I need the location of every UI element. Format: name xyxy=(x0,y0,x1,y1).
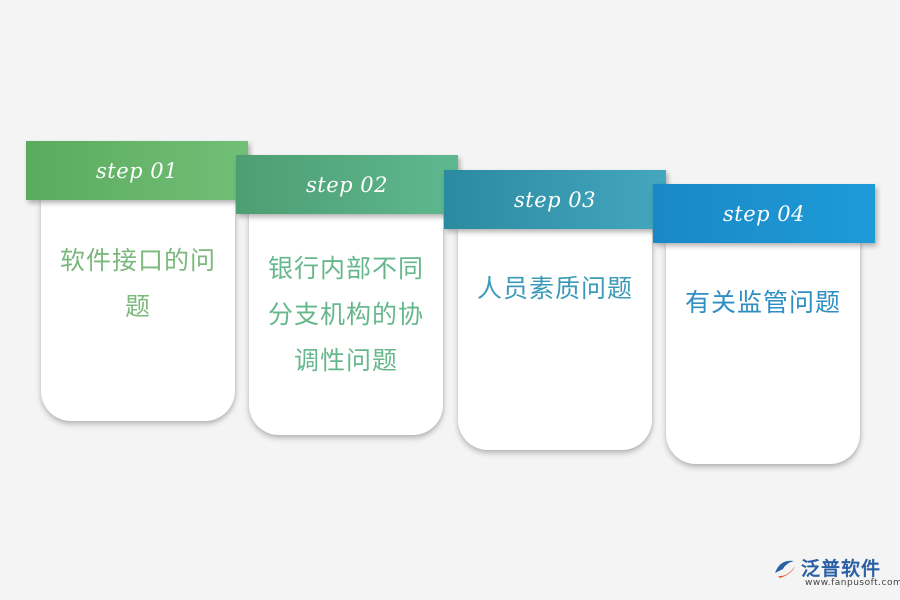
step-1-label: step 01 xyxy=(96,158,178,183)
step-4-text-line: 有关监管问题 xyxy=(684,288,841,317)
step-1-banner: step 01 xyxy=(26,141,248,200)
brand-mark-icon xyxy=(775,560,795,578)
step-4-label: step 04 xyxy=(723,201,805,226)
step-4-text: 有关监管问题 xyxy=(666,280,860,326)
step-2-text: 银行内部不同 分支机构的协 调性问题 xyxy=(249,246,443,384)
brand-logo: 泛普软件 xyxy=(772,554,881,581)
brand-name: 泛普软件 xyxy=(801,558,882,580)
brand-url: www.fanpusoft.com xyxy=(805,578,900,588)
step-1-text-line: 题 xyxy=(124,292,151,321)
step-2-text-line: 分支机构的协 xyxy=(267,300,424,329)
step-4-card xyxy=(666,241,860,464)
step-3-card xyxy=(458,227,652,450)
step-2-text-line: 银行内部不同 xyxy=(267,254,424,283)
step-2-label: step 02 xyxy=(306,172,388,197)
step-2-banner: step 02 xyxy=(236,155,458,214)
step-4-banner: step 04 xyxy=(653,184,875,243)
step-3-text-line: 人员素质问题 xyxy=(476,274,633,303)
step-3-label: step 03 xyxy=(514,187,596,212)
step-3-text: 人员素质问题 xyxy=(458,266,652,312)
step-3-banner: step 03 xyxy=(444,170,666,229)
step-2-text-line: 调性问题 xyxy=(293,346,398,375)
step-1-text-line: 软件接口的问 xyxy=(59,246,216,275)
step-1-card xyxy=(41,198,235,421)
step-1-text: 软件接口的问 题 xyxy=(41,238,235,330)
step-2-card xyxy=(249,212,443,435)
